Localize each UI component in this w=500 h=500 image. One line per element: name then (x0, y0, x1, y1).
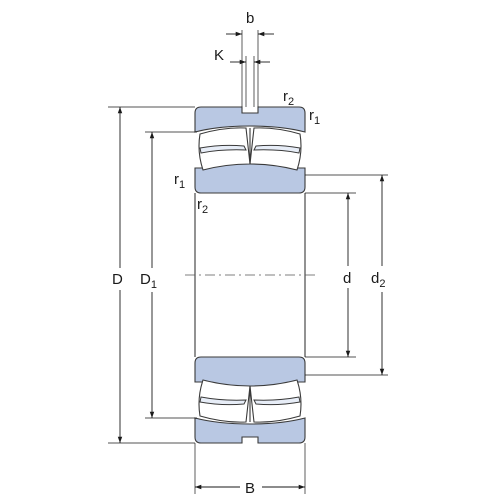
outer-ring-bottom (194, 417, 306, 444)
dim-d: d (305, 192, 356, 358)
label-r2-left: r2 (197, 196, 208, 216)
cage-top (199, 144, 247, 154)
dim-B: B (194, 443, 306, 497)
label-D: D (112, 271, 123, 288)
label-r1-top: r1 (309, 107, 320, 127)
label-B: B (245, 480, 255, 497)
dim-b-k: b K (214, 10, 274, 107)
dim-D1: D1 (140, 131, 197, 419)
label-d2: d2 (371, 270, 385, 290)
outer-ring-top (194, 106, 306, 133)
cage-bottom (199, 396, 247, 406)
cage-bottom-right (253, 396, 301, 406)
top-section (194, 106, 306, 194)
dim-D: D (108, 106, 195, 444)
dim-d2: d2 (305, 174, 388, 376)
label-r1-left: r1 (174, 171, 185, 191)
label-d: d (343, 270, 351, 287)
radius-labels: r2 r1 r1 r2 (174, 88, 320, 216)
label-D1: D1 (140, 271, 157, 291)
label-k: K (214, 47, 224, 64)
label-r2-top: r2 (283, 88, 294, 108)
bottom-section (194, 356, 306, 444)
label-b: b (246, 10, 254, 27)
cage-top-right (253, 144, 301, 154)
bearing-outline (185, 193, 315, 357)
